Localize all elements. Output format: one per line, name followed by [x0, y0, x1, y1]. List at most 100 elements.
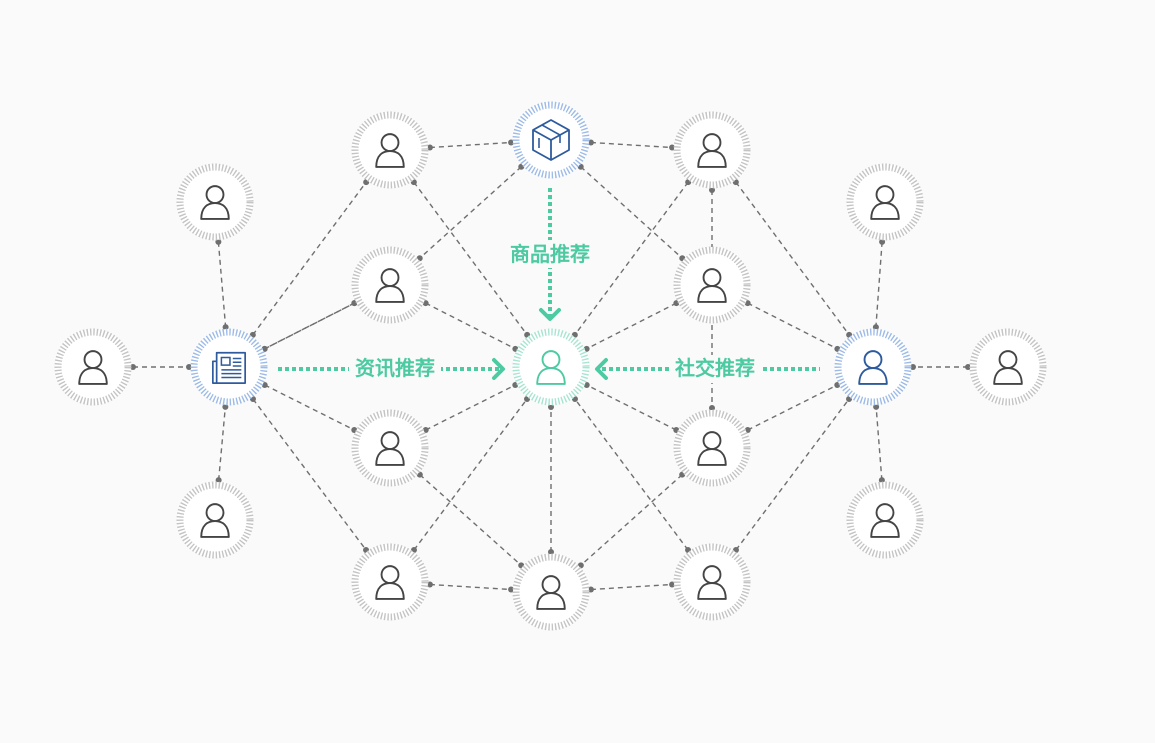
node-user-7[interactable] [176, 481, 254, 559]
node-user-16[interactable] [673, 543, 751, 621]
node-user-14[interactable] [969, 328, 1047, 406]
edge-news-user-10 [264, 384, 355, 431]
edge-user-12-social-user [747, 384, 838, 431]
node-social-user[interactable] [834, 328, 912, 406]
social-arrowhead-icon [595, 358, 608, 380]
news-recommendation-label: 资讯推荐 [355, 356, 435, 380]
edge-user-10-center-user [425, 384, 516, 431]
node-ring [673, 409, 751, 487]
edge-news-user-11 [252, 398, 367, 551]
node-background [835, 329, 911, 405]
news-label-background [349, 355, 441, 383]
edge-user-7-news [217, 406, 227, 481]
node-background [352, 112, 428, 188]
node-user-2[interactable] [673, 111, 751, 189]
edge-user-8-news [264, 302, 355, 350]
node-background [513, 554, 589, 630]
node-user-12[interactable] [673, 409, 751, 487]
node-ring [176, 163, 254, 241]
product-arrowhead-icon [539, 308, 561, 321]
edge-user-13-social-user [875, 241, 883, 328]
edge-user-2-center-user [574, 181, 689, 336]
node-background [191, 329, 267, 405]
node-user-5[interactable] [176, 163, 254, 241]
edge-user-11-center-user [413, 398, 528, 551]
node-background [674, 112, 750, 188]
node-ring [846, 163, 924, 241]
node-ring [512, 553, 590, 631]
edge-user-1-product [429, 141, 512, 149]
node-background [177, 482, 253, 558]
edge-endpoint-dot [508, 586, 515, 593]
product-label-background [504, 240, 596, 268]
node-ring [969, 328, 1047, 406]
node-center-user[interactable] [512, 328, 590, 406]
node-user-11[interactable] [351, 543, 429, 621]
social-recommendation-label: 社交推荐 [674, 356, 755, 380]
node-user-10[interactable] [351, 409, 429, 487]
node-background [847, 482, 923, 558]
node-product[interactable] [512, 101, 590, 179]
node-ring [351, 246, 429, 324]
edge-endpoint-dot [186, 364, 192, 370]
node-user-3[interactable] [512, 553, 590, 631]
edge-user-10-user-3 [419, 474, 522, 566]
edge-endpoint-dot [878, 477, 885, 484]
edge-endpoint-dot [548, 404, 554, 410]
edge-endpoint-dot [709, 187, 715, 193]
node-user-13[interactable] [846, 163, 924, 241]
edge-endpoint-dot [669, 581, 676, 588]
edge-endpoint-dot [709, 405, 715, 411]
node-user-1[interactable] [351, 111, 429, 189]
node-user-6[interactable] [54, 328, 132, 406]
node-background [513, 329, 589, 405]
edge-user-16-social-user [735, 398, 850, 551]
node-ring [351, 543, 429, 621]
recommendation-flows: 资讯推荐 社交推荐 商品推荐 [278, 188, 820, 383]
edge-product-user-4 [580, 166, 683, 259]
edge-user-5-news [217, 241, 227, 328]
edge-user-2-social-user [735, 181, 850, 336]
edge-user-4-social-user [747, 302, 838, 350]
edge-user-11-user-3 [429, 583, 512, 591]
edge-user-12-user-3 [580, 474, 683, 566]
product-recommendation-label: 商品推荐 [510, 242, 590, 266]
node-ring [673, 246, 751, 324]
node-news[interactable] [190, 328, 268, 406]
node-background [352, 544, 428, 620]
node-ring [351, 409, 429, 487]
edge-user-12-center-user [586, 384, 677, 431]
node-user-15[interactable] [846, 481, 924, 559]
nodes-layer [54, 101, 1047, 631]
node-ring [673, 543, 751, 621]
node-background [177, 164, 253, 240]
node-background [674, 247, 750, 323]
node-ring [176, 481, 254, 559]
edge-endpoint-dot [669, 144, 676, 151]
node-background [674, 544, 750, 620]
edge-endpoint-dot [215, 477, 222, 484]
edge-user-4-center-user [586, 302, 677, 350]
node-ring [673, 111, 751, 189]
edge-user-1-center-user [413, 181, 528, 336]
node-user-8[interactable] [351, 246, 429, 324]
edge-news-user-1 [252, 181, 367, 336]
edge-product-user-2 [590, 141, 673, 149]
edge-endpoint-dot [910, 364, 916, 370]
node-ring [54, 328, 132, 406]
node-background [55, 329, 131, 405]
edge-news-user-9 [264, 302, 355, 350]
edge-user-3-user-17 [590, 583, 673, 591]
edge-endpoint-dot [548, 549, 554, 555]
node-background [970, 329, 1046, 405]
edge-endpoint-dot [130, 364, 136, 370]
edge-endpoint-dot [965, 364, 971, 370]
news-arrowhead-icon [492, 358, 505, 380]
node-user-4[interactable] [673, 246, 751, 324]
edge-user-15-social-user [875, 406, 883, 481]
node-background [674, 410, 750, 486]
edge-user-9-center-user [425, 302, 516, 350]
node-background [352, 410, 428, 486]
node-ring [351, 111, 429, 189]
